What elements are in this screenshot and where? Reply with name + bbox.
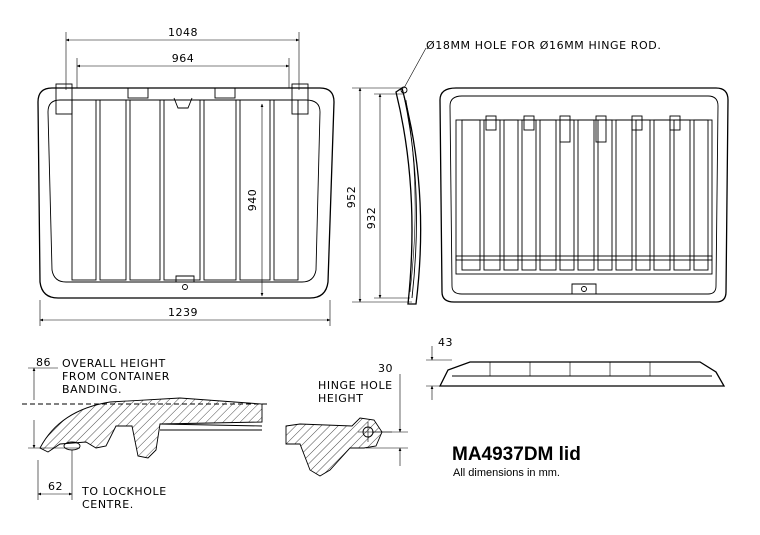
lid-ribs [71, 99, 299, 281]
underside-hinge-lugs [485, 115, 681, 143]
lid-top-outline [37, 83, 335, 299]
dimension-label-inner-depth: 940 [246, 189, 259, 212]
top-view: 1048 964 [37, 26, 335, 326]
dimension-inner-width: 964 [76, 52, 290, 88]
dimension-label-lid-thickness: 43 [438, 336, 453, 349]
dimension-outer-width: 1048 [65, 26, 300, 90]
hinge-section-detail: HINGE HOLE HEIGHT 30 [285, 362, 408, 477]
dimension-label-overall-height: 86 [36, 356, 51, 369]
overall-height-note-line-1: OVERALL HEIGHT [62, 357, 166, 370]
title-block: MA4937DM lid All dimensions in mm. [452, 444, 581, 479]
hinge-hole-height-note-line-1: HINGE HOLE [318, 379, 393, 392]
dimension-lockhole-offset: 62 [37, 450, 73, 500]
hinge-hole-note: Ø18MM HOLE FOR Ø16MM HINGE ROD. [403, 39, 661, 89]
lockhole-note-line-2: CENTRE. [82, 498, 134, 511]
dimension-label-inner-width: 964 [172, 52, 195, 65]
dimension-label-lockhole-offset: 62 [48, 480, 63, 493]
dimension-hinge-height: 30 [366, 362, 408, 466]
overall-height-note-line-3: BANDING. [62, 383, 122, 396]
underside-ribs [461, 119, 709, 271]
side-view: 952 932 Ø18MM HOLE FOR Ø16MM HINGE ROD. [345, 39, 661, 305]
drawing-subtitle: All dimensions in mm. [453, 467, 560, 479]
dimension-label-hinge-height: 30 [378, 362, 393, 375]
hinge-hole-height-note-line-2: HEIGHT [318, 392, 364, 405]
dimension-label-side-outer: 952 [345, 186, 358, 209]
dimension-side-inner: 932 [365, 93, 410, 299]
lid-side-profile [395, 86, 422, 305]
underside-view [439, 87, 729, 303]
dimension-overall-height: 86 [28, 356, 80, 449]
overall-height-note-line-2: FROM CONTAINER [62, 370, 170, 383]
lock-section-detail: 86 OVERALL HEIGHT FROM CONTAINER BANDING… [22, 356, 270, 511]
drawing-title: MA4937DM lid [452, 444, 581, 465]
dimension-side-outer: 952 [345, 87, 412, 303]
end-view: 43 [426, 336, 726, 400]
dimension-label-side-inner: 932 [365, 207, 378, 230]
dimension-label-base-width: 1239 [168, 306, 198, 319]
dimension-label-outer-width: 1048 [168, 26, 198, 39]
dimension-inner-depth: 940 [246, 103, 264, 297]
hinge-hole-note-text: Ø18MM HOLE FOR Ø16MM HINGE ROD. [426, 39, 661, 52]
lockhole-note-line-1: TO LOCKHOLE [81, 485, 167, 498]
dimension-lid-thickness: 43 [426, 336, 453, 400]
dimension-base-width: 1239 [39, 300, 331, 326]
